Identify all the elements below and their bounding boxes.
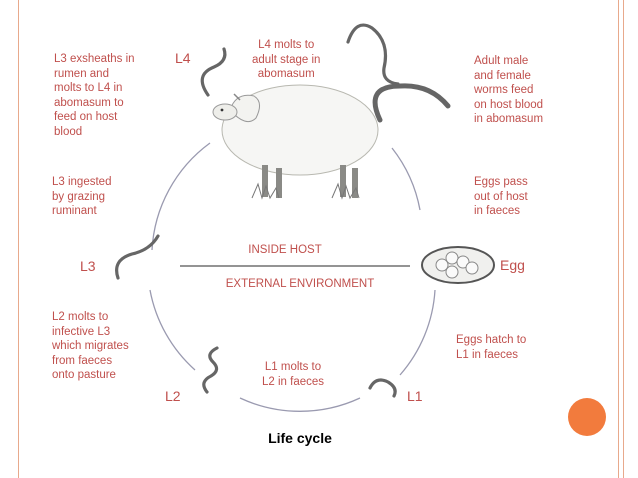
stage-label-l3: L3	[80, 258, 96, 274]
text-l1-molts: L1 molts to L2 in faeces	[262, 361, 325, 388]
worm-adult-male-icon	[346, 23, 400, 86]
stage-label-egg: Egg	[500, 257, 525, 273]
arc-l3-to-host	[151, 142, 211, 251]
stage-label-l4: L4	[175, 50, 191, 66]
slide-border-right	[618, 0, 619, 478]
worm-l2-icon	[202, 346, 219, 394]
slide-caption: Life cycle	[268, 430, 332, 446]
slide-border-left	[18, 0, 19, 478]
arc-host-to-eggs	[391, 147, 421, 211]
egg-icon	[421, 246, 495, 284]
accent-circle-decoration	[568, 398, 606, 436]
text-eggs-hatch: Eggs hatch to L1 in faeces	[456, 334, 527, 361]
text-eggs-pass: Eggs pass out of host in faeces	[474, 176, 528, 217]
worm-l3-icon	[115, 234, 160, 280]
text-external-environment: EXTERNAL ENVIRONMENT	[225, 278, 375, 290]
cycle-circle	[149, 142, 436, 412]
arc-l2-to-l3	[149, 289, 196, 371]
text-l3-exsheaths: L3 exsheaths in rumen and molts to L4 in…	[54, 53, 135, 138]
worm-l1-icon	[368, 378, 397, 398]
arc-egg-to-l1	[399, 289, 436, 376]
arc-l1-to-l2	[239, 397, 361, 412]
text-inside-host: INSIDE HOST	[248, 244, 322, 256]
slide-border-right-2	[623, 0, 624, 478]
text-adults-feed: Adult male and female worms feed on host…	[474, 55, 544, 125]
text-l4-molts: L4 molts to adult stage in abomasum	[252, 39, 321, 80]
text-l3-ingested: L3 ingested by grazing ruminant	[52, 176, 112, 217]
sheep-illustration	[212, 84, 379, 200]
stage-label-l1: L1	[407, 388, 423, 404]
worm-adult-female-icon	[372, 83, 451, 123]
stage-label-l2: L2	[165, 388, 181, 404]
text-l2-molts: L2 molts to infective L3 which migrates …	[52, 311, 129, 381]
worm-icons	[115, 23, 451, 398]
worm-l4-icon	[200, 47, 227, 97]
